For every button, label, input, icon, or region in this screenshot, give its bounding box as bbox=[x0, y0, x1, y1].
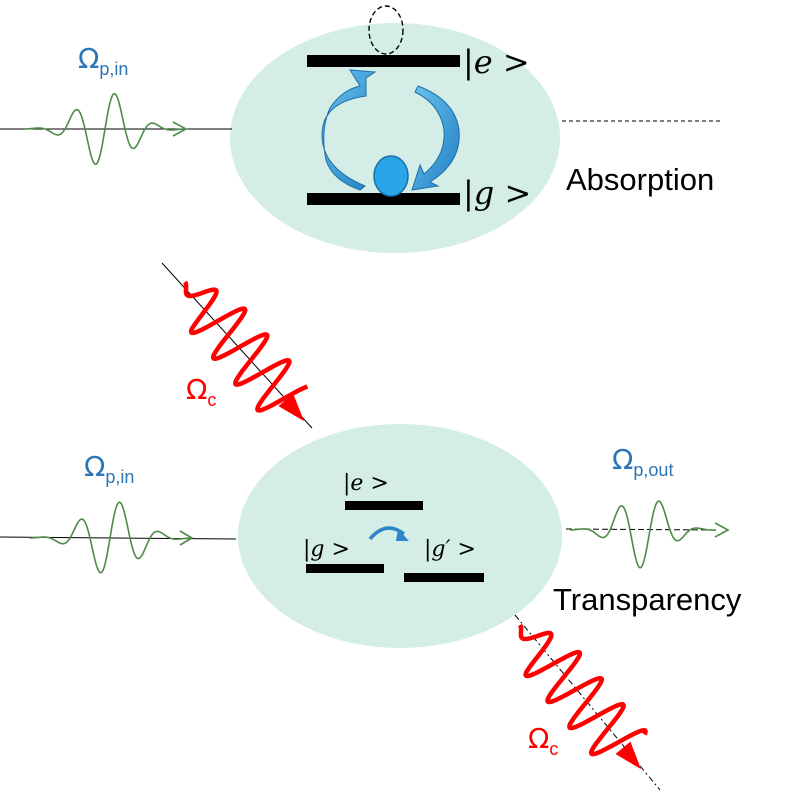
bottom-probe-in-label: Ωp,in bbox=[84, 450, 134, 487]
top-empty-state-circle bbox=[368, 5, 404, 55]
top-probe-wave bbox=[24, 93, 186, 165]
bottom-excited-level bbox=[345, 501, 423, 510]
transparency-label: Transparency bbox=[553, 582, 742, 617]
bottom-ground-prime-level bbox=[404, 573, 484, 582]
absorption-label: Absorption bbox=[566, 162, 714, 197]
bottom-probe-out-axis bbox=[565, 528, 717, 531]
top-atom-dot bbox=[373, 155, 409, 197]
top-panel: Ωp,in |e > |g > Absorption bbox=[0, 5, 722, 253]
top-probe-label: Ωp,in bbox=[78, 42, 128, 79]
bottom-ground-prime-state-label: |g′ > bbox=[424, 537, 476, 562]
bottom-probe-in-arrowhead bbox=[179, 530, 194, 546]
bottom-transfer-arrow-icon bbox=[368, 526, 406, 541]
top-excited-state-label: |e > bbox=[463, 43, 530, 81]
bottom-ground-level bbox=[306, 564, 384, 573]
top-ground-state-label: |g > bbox=[463, 174, 531, 212]
control-out-wave bbox=[518, 623, 648, 757]
bottom-excited-state-label: |e > bbox=[343, 471, 389, 496]
top-ground-level bbox=[307, 193, 460, 205]
control-in-wave bbox=[183, 280, 309, 413]
control-in-label: Ωc bbox=[186, 373, 216, 410]
control-in-arrowhead bbox=[278, 393, 304, 422]
bottom-probe-out-arrowhead bbox=[714, 522, 730, 538]
bottom-probe-out-wave bbox=[569, 500, 716, 569]
control-out-group: Ωc bbox=[514, 614, 661, 791]
top-probe-arrowhead bbox=[172, 121, 188, 137]
top-cycle-arrow-right-icon bbox=[411, 85, 460, 191]
bottom-ground-state-label: |g > bbox=[303, 537, 350, 562]
bottom-probe-in-wave bbox=[29, 501, 193, 574]
top-excited-level bbox=[307, 55, 460, 67]
control-out-arrowhead bbox=[615, 741, 641, 770]
control-out-label: Ωc bbox=[528, 722, 558, 759]
top-cycle-arrow-left-icon bbox=[321, 69, 377, 191]
control-in-group: Ωc bbox=[161, 262, 313, 429]
bottom-probe-out-label: Ωp,out bbox=[612, 443, 673, 480]
bottom-panel: Ωp,in Ωp,out |e > |g > |g′ > Transparenc… bbox=[0, 424, 742, 648]
bottom-transfer-arrowhead bbox=[396, 529, 409, 541]
